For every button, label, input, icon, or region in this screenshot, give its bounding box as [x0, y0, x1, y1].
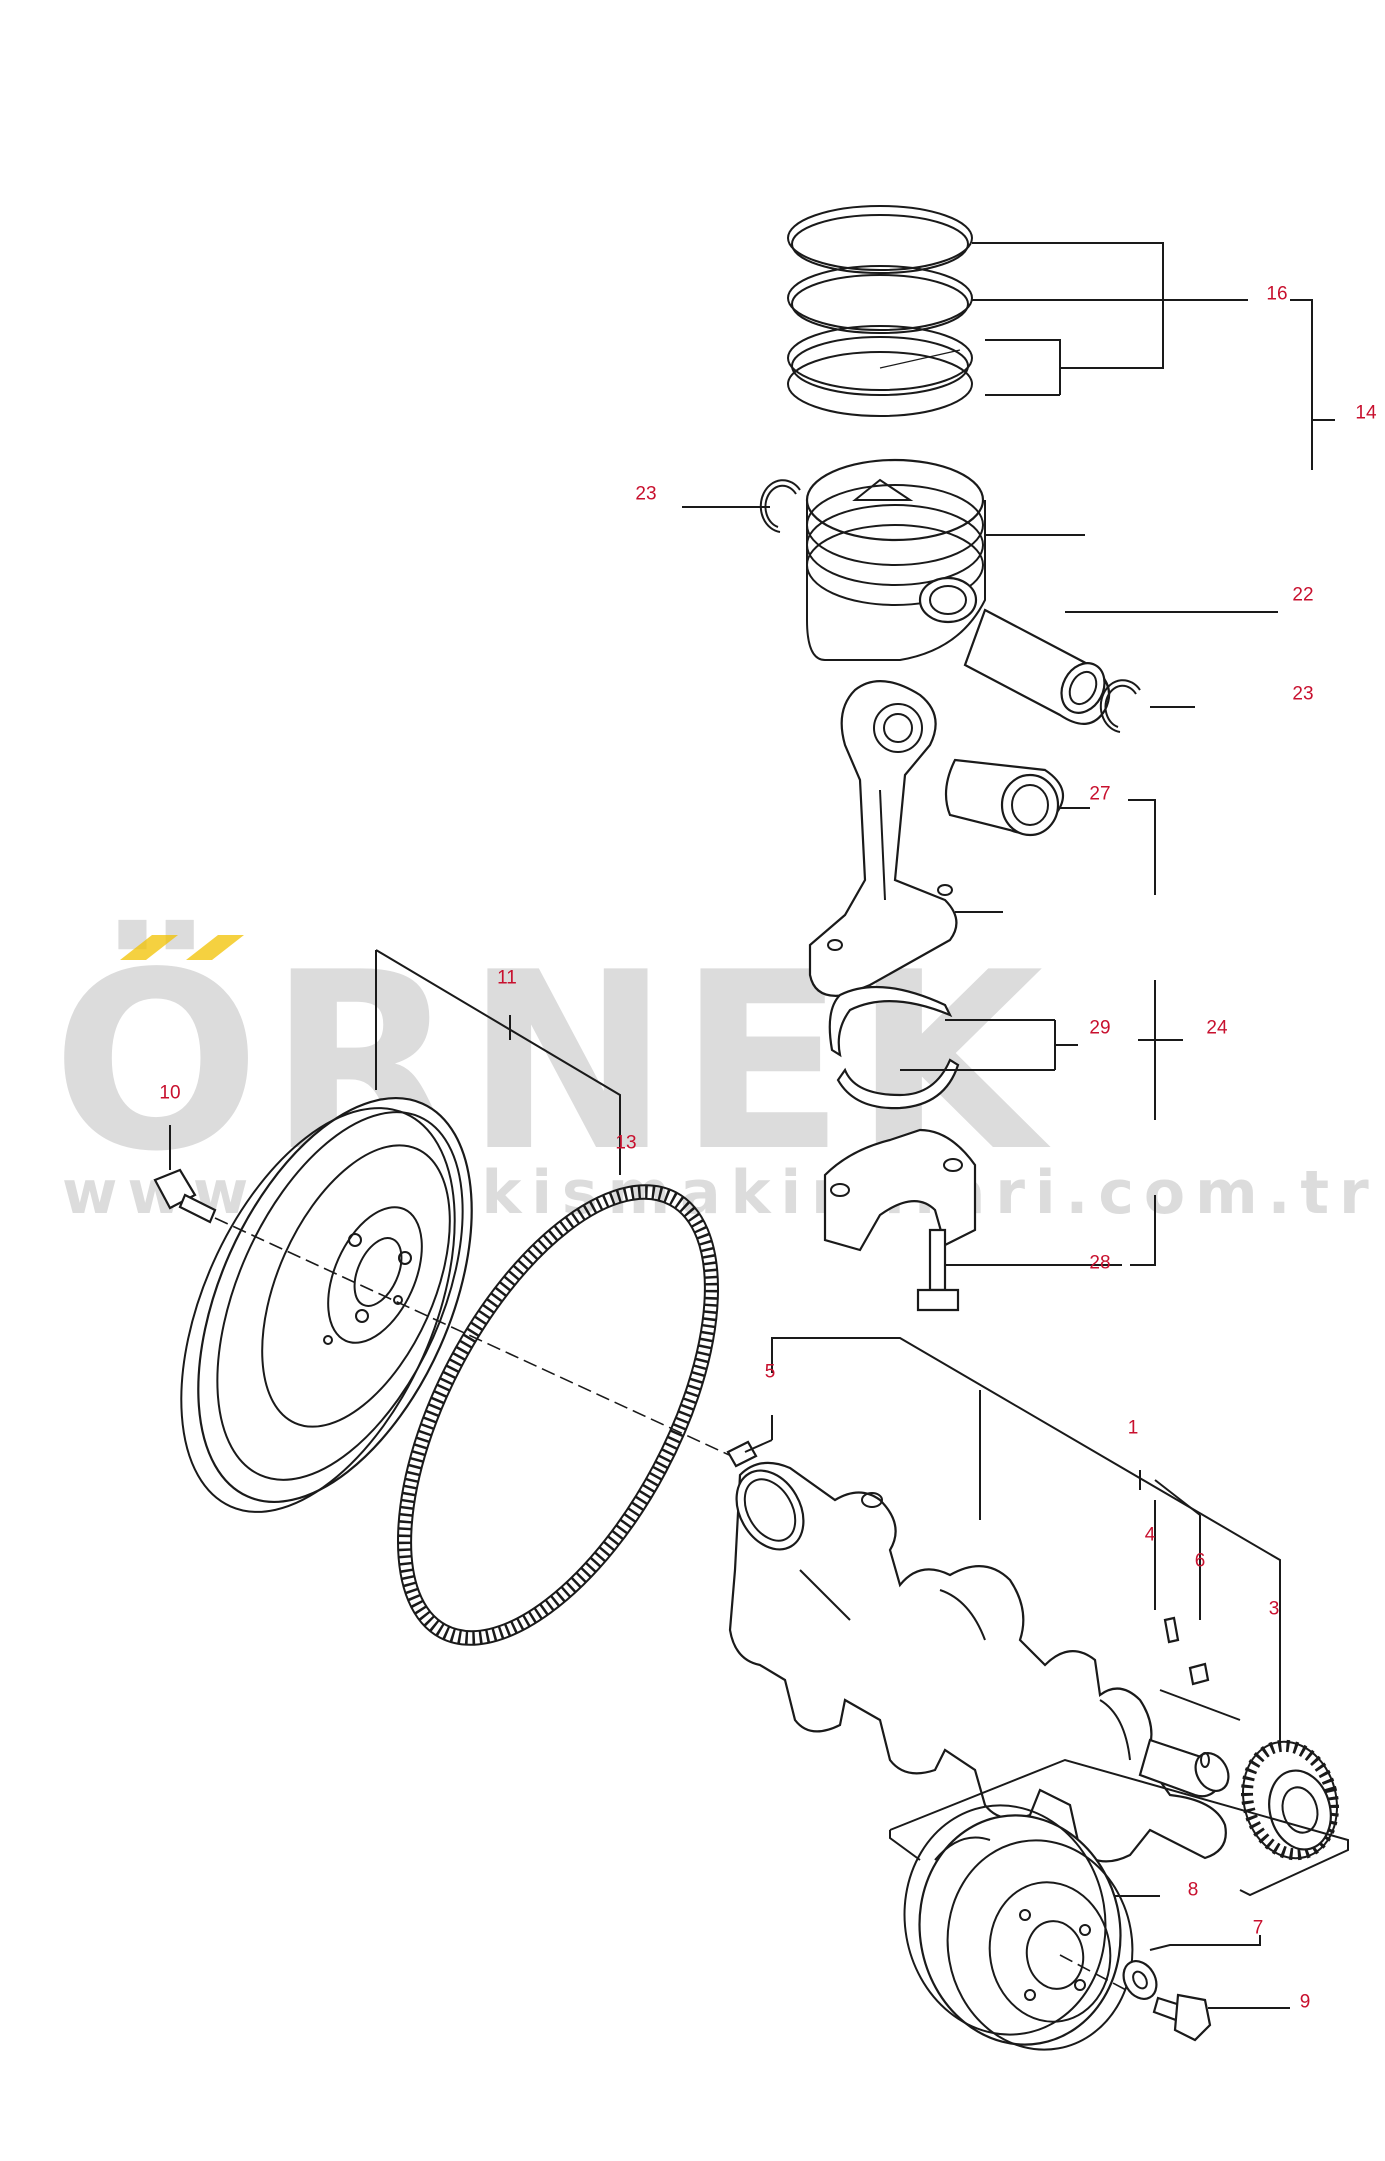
callout-22: 22 — [1292, 584, 1314, 606]
callout-1: 1 — [1127, 1417, 1139, 1439]
rod-bearing-upper — [828, 985, 1056, 1070]
callout-14: 14 — [1355, 402, 1377, 424]
piston — [805, 458, 1085, 661]
bracket-5-1 — [744, 1337, 1281, 1760]
small-end-bushing — [944, 758, 1090, 837]
crank-gear — [1241, 1739, 1339, 1861]
callout-23-left: 23 — [635, 483, 657, 505]
callout-9: 9 — [1299, 1991, 1311, 2013]
crankshaft — [728, 1461, 1230, 1863]
snap-ring-right — [1099, 679, 1195, 733]
rod-bearing-lower — [836, 1044, 1078, 1110]
bracket-11-13 — [375, 949, 621, 1175]
callout-7: 7 — [1252, 1917, 1264, 1939]
callout-16: 16 — [1266, 283, 1288, 305]
callout-8: 8 — [1187, 1879, 1199, 1901]
bracket-16 — [972, 242, 1248, 396]
callout-11: 11 — [497, 967, 517, 989]
pulley-bolt — [1152, 1993, 1290, 2042]
callout-27: 27 — [1089, 783, 1111, 805]
callout-13: 13 — [615, 1132, 637, 1154]
callout-6: 6 — [1194, 1550, 1206, 1572]
washer — [1122, 1935, 1261, 2000]
callout-4: 4 — [1144, 1524, 1156, 1546]
bracket-14 — [1290, 299, 1335, 470]
callout-10: 10 — [159, 1082, 181, 1104]
rod-bolt — [916, 1228, 1122, 1312]
rod-cap — [823, 1128, 977, 1252]
snap-ring-left — [682, 479, 801, 533]
piston-rings — [787, 205, 973, 417]
callout-3: 3 — [1268, 1598, 1280, 1620]
callout-29: 29 — [1089, 1017, 1111, 1039]
watermark-accent-marks — [120, 935, 244, 960]
connecting-rod — [808, 680, 1003, 997]
callout-28: 28 — [1089, 1252, 1111, 1274]
bracket-24 — [1128, 799, 1183, 1266]
dowel-pin — [726, 1440, 758, 1468]
pulley — [903, 1804, 1146, 2051]
callout-5: 5 — [764, 1361, 776, 1383]
callout-24: 24 — [1206, 1017, 1228, 1039]
callout-23-right: 23 — [1292, 683, 1314, 705]
crank-key — [1159, 1616, 1241, 1721]
piston-pin — [963, 608, 1278, 725]
flywheel — [180, 1096, 473, 1513]
